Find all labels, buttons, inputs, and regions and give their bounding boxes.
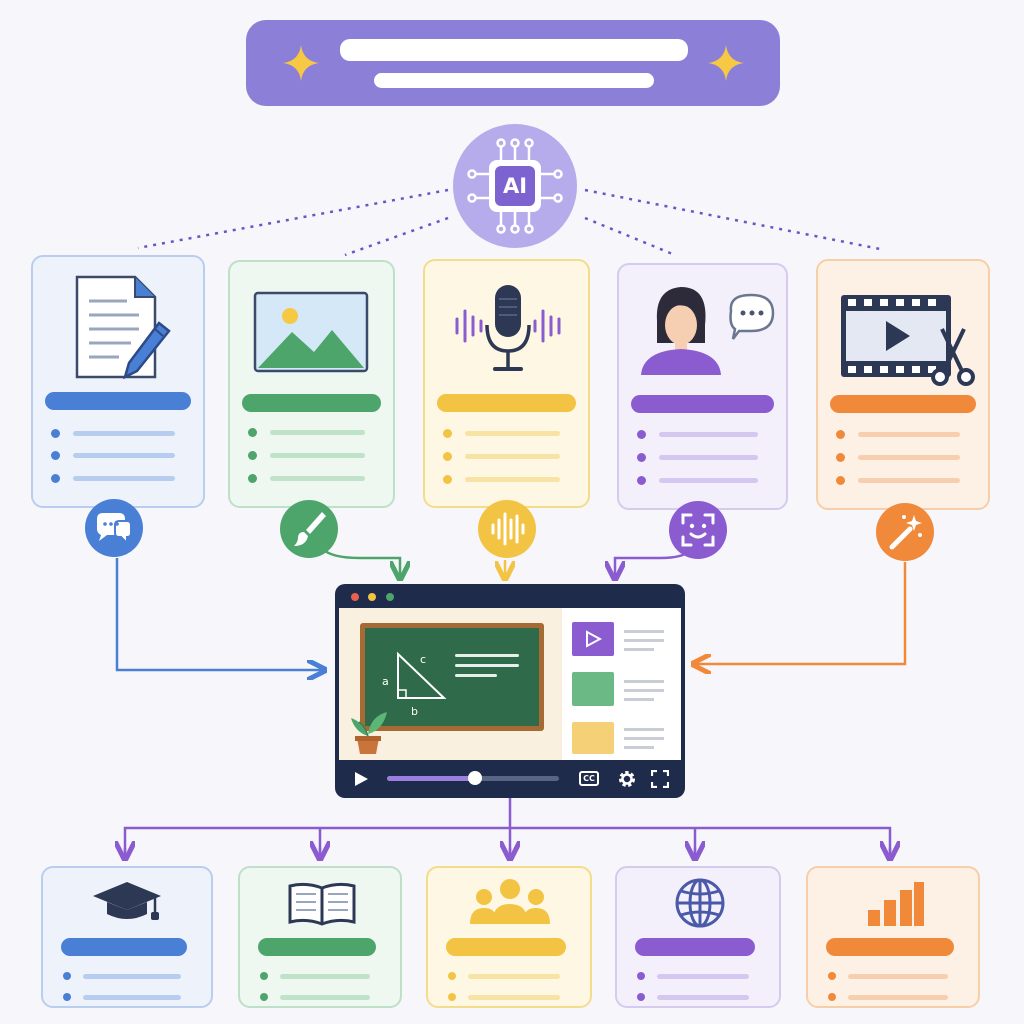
playlist-item-video[interactable] — [572, 622, 614, 656]
input-card-video — [816, 259, 990, 510]
progress-track[interactable] — [387, 771, 559, 785]
ai-chip-icon — [467, 138, 563, 234]
audio-badge — [478, 500, 536, 558]
banner-subtitle-placeholder — [374, 73, 654, 88]
output-card-education — [41, 866, 213, 1008]
magic-badge — [876, 503, 934, 561]
plant-icon — [351, 712, 387, 754]
captions-label: CC — [583, 774, 595, 783]
microphone-icon — [455, 285, 561, 371]
output-card-analytics — [806, 866, 980, 1008]
settings-gear-icon[interactable] — [617, 769, 637, 789]
banner-title-placeholder — [340, 39, 688, 61]
avatar-speech-icon — [641, 287, 775, 375]
lesson-video-player[interactable]: a b c — [335, 584, 685, 798]
globe-icon — [675, 878, 725, 928]
output-card-global — [615, 866, 781, 1008]
input-card-audio — [423, 259, 590, 508]
audio-wave-icon — [491, 512, 525, 546]
open-book-icon — [288, 882, 356, 926]
sparkle-icon — [283, 45, 319, 81]
fullscreen-icon[interactable] — [651, 770, 669, 788]
play-thumbnail-icon — [586, 630, 602, 648]
document-pen-icon — [75, 275, 171, 380]
brush-badge — [280, 500, 338, 558]
image-icon — [253, 291, 369, 373]
video-screen: a b c — [339, 608, 681, 760]
chalkboard: a b c — [360, 623, 544, 731]
playlist-item-green[interactable] — [572, 672, 614, 706]
playlist-panel — [562, 608, 681, 760]
bar-chart-icon — [868, 882, 924, 926]
sparkle-icon — [708, 45, 744, 81]
output-distribution-lines — [123, 798, 892, 852]
face-scan-icon — [681, 513, 715, 547]
face-badge — [669, 501, 727, 559]
orange-connector — [696, 562, 907, 664]
graduation-cap-icon — [93, 882, 161, 920]
input-card-text — [31, 255, 205, 508]
board-label-a: a — [382, 675, 389, 688]
window-dot-yellow — [368, 593, 376, 601]
title-banner — [246, 20, 780, 106]
triangle-drawing — [397, 651, 447, 699]
captions-button[interactable]: CC — [579, 771, 599, 786]
magic-wand-icon — [889, 515, 922, 550]
video-edit-icon — [841, 295, 975, 386]
play-button[interactable] — [352, 770, 370, 788]
chat-badge — [85, 499, 143, 557]
input-card-avatar — [617, 263, 788, 510]
board-label-b: b — [411, 705, 418, 718]
input-card-image — [228, 260, 395, 508]
window-dot-green — [386, 593, 394, 601]
output-card-community — [426, 866, 592, 1008]
brush-icon — [294, 512, 326, 546]
progress-fill — [387, 776, 475, 781]
blue-connector — [115, 558, 322, 670]
ai-label: AI — [502, 174, 528, 198]
ai-hub: AI — [453, 124, 577, 248]
progress-handle[interactable] — [468, 771, 482, 785]
hub-dotted-lines — [137, 188, 886, 257]
board-label-c: c — [420, 653, 427, 666]
group-icon — [470, 879, 550, 924]
window-dot-red — [351, 593, 359, 601]
classroom-scene: a b c — [339, 608, 561, 760]
chat-icon — [97, 513, 132, 546]
output-card-reading — [238, 866, 402, 1008]
playlist-item-yellow[interactable] — [572, 722, 614, 754]
